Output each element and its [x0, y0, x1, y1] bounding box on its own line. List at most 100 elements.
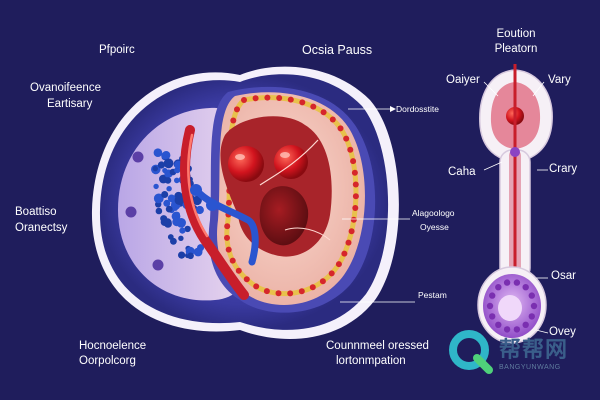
- blue-follicle: [161, 152, 169, 160]
- blue-follicle: [153, 148, 163, 157]
- label-callout-bottom: Pestam: [418, 290, 447, 300]
- ovary-follicle: [489, 292, 496, 299]
- blue-follicle: [157, 161, 165, 169]
- label-right-ovey: Ovey: [549, 326, 576, 338]
- right-organ: [477, 64, 553, 344]
- main-organ: [91, 66, 399, 339]
- follicle-ring-dot: [337, 125, 344, 132]
- ovary-follicle: [489, 313, 496, 320]
- follicle-ring-dot: [230, 117, 237, 124]
- label-right-cervy: Crary: [549, 163, 578, 175]
- blue-follicle: [170, 237, 177, 245]
- blue-node: [206, 199, 218, 211]
- follicle-ring-dot: [264, 94, 271, 101]
- label-right-ovary: Oaiyer: [446, 74, 480, 86]
- follicle-ring-dot: [329, 116, 336, 123]
- red-vessel: [180, 125, 249, 300]
- follicle-ring-dot: [335, 261, 342, 268]
- follicle-ring-dot: [350, 216, 357, 223]
- follicle-left: [228, 146, 264, 182]
- blue-follicle: [162, 167, 168, 174]
- follicle-ring-dot: [234, 106, 240, 113]
- follicle-highlight: [235, 154, 245, 160]
- follicle-ring-dot: [225, 246, 232, 253]
- label-bottom-left-line1: Hocnoelence: [79, 340, 147, 352]
- blue-follicle: [187, 252, 194, 260]
- follicle-ring-dot: [352, 193, 359, 200]
- blue-follicle: [197, 244, 205, 252]
- blue-follicle: [163, 158, 174, 169]
- chamber-vessel: [284, 227, 331, 241]
- left-lobe-dot: [125, 206, 137, 218]
- blue-follicle: [195, 205, 204, 215]
- label-right-cana: Caha: [448, 166, 476, 178]
- label-bottom-left-line2: Oorpolcorg: [79, 355, 136, 367]
- blue-follicle: [152, 165, 158, 172]
- follicle-ring-dot: [287, 290, 294, 297]
- follicle-ring-dot: [276, 95, 283, 101]
- follicle-ring-dot: [319, 278, 326, 285]
- ovary-follicle: [530, 302, 538, 310]
- label-right-osar: Osar: [551, 270, 576, 282]
- follicle-ring-dot: [310, 103, 317, 110]
- label-top-left: Pfpoirc: [99, 44, 135, 56]
- label-top-right-line1: Eoution: [496, 28, 536, 40]
- leader-right-ovary: [483, 81, 499, 97]
- follicle-ring-dot: [352, 205, 359, 211]
- blue-follicle: [178, 235, 184, 241]
- chamber-vessel: [259, 139, 319, 186]
- leader-lines: [340, 81, 549, 334]
- label-bottom-center-line1: Counnmeel oressed: [326, 340, 429, 352]
- follicle-ring-dot: [235, 267, 242, 274]
- follicle-ring-dot: [275, 290, 282, 297]
- blue-follicle: [167, 194, 176, 203]
- ovary-follicle: [513, 279, 521, 286]
- ovary-follicle: [495, 321, 502, 328]
- blue-follicle: [164, 177, 172, 184]
- label-callout-mid-line1: Alagoologo: [412, 208, 455, 218]
- left-lobe-dot: [152, 259, 164, 271]
- follicle-ring-dot: [241, 97, 247, 103]
- blue-follicle: [155, 207, 163, 215]
- label-left-mid-line1: Boattiso: [15, 206, 57, 218]
- tube-node: [510, 147, 520, 157]
- follicle-ring-dot: [347, 146, 354, 153]
- ovary-follicle: [513, 326, 521, 333]
- follicle-ring-dot: [299, 99, 306, 106]
- label-right-vary: Vary: [548, 74, 571, 86]
- follicle-ring-dot: [345, 239, 352, 246]
- blue-follicle: [172, 217, 182, 227]
- follicle-ring-dot: [252, 95, 259, 102]
- follicle-ring-dot: [351, 169, 358, 176]
- follicle-ring-dot: [328, 270, 335, 277]
- leader-right-ovey: [535, 329, 549, 334]
- left-lobe-dot: [132, 151, 144, 163]
- follicle-ring-dot: [352, 181, 359, 188]
- ovary-follicle: [528, 313, 535, 320]
- blue-follicle: [153, 193, 164, 204]
- label-top-right-line2: Pleatorn: [494, 43, 538, 55]
- label-callout-mid-line2: Oyesse: [420, 222, 449, 232]
- watermark-brand-cn: 帮帮网: [499, 337, 569, 362]
- label-callout-top: Dordosstite: [396, 104, 439, 114]
- blue-follicle: [174, 195, 185, 205]
- label-top-center: Ocsia Pauss: [302, 43, 373, 57]
- ovary-follicle: [503, 279, 511, 286]
- label-left-mid-line2: Oranectsy: [15, 222, 68, 234]
- blue-follicle: [166, 186, 172, 192]
- blue-follicle: [174, 211, 180, 218]
- leader-right-cana: [483, 161, 503, 171]
- blue-follicle: [174, 177, 180, 184]
- blue-follicle: [179, 227, 186, 234]
- blue-follicle: [161, 191, 169, 198]
- follicle-ring-dot: [226, 199, 232, 206]
- follicle-ring-dot: [350, 158, 357, 165]
- follicle-ring-dot: [298, 288, 305, 295]
- follicle-ring-dot: [343, 135, 350, 142]
- blue-follicle: [163, 218, 172, 227]
- leader-right-vary: [532, 81, 545, 97]
- chamber-core: [259, 186, 309, 246]
- watermark: 帮帮网 BANGYUNWANG: [447, 328, 587, 378]
- follicle-ring-dot: [224, 223, 231, 230]
